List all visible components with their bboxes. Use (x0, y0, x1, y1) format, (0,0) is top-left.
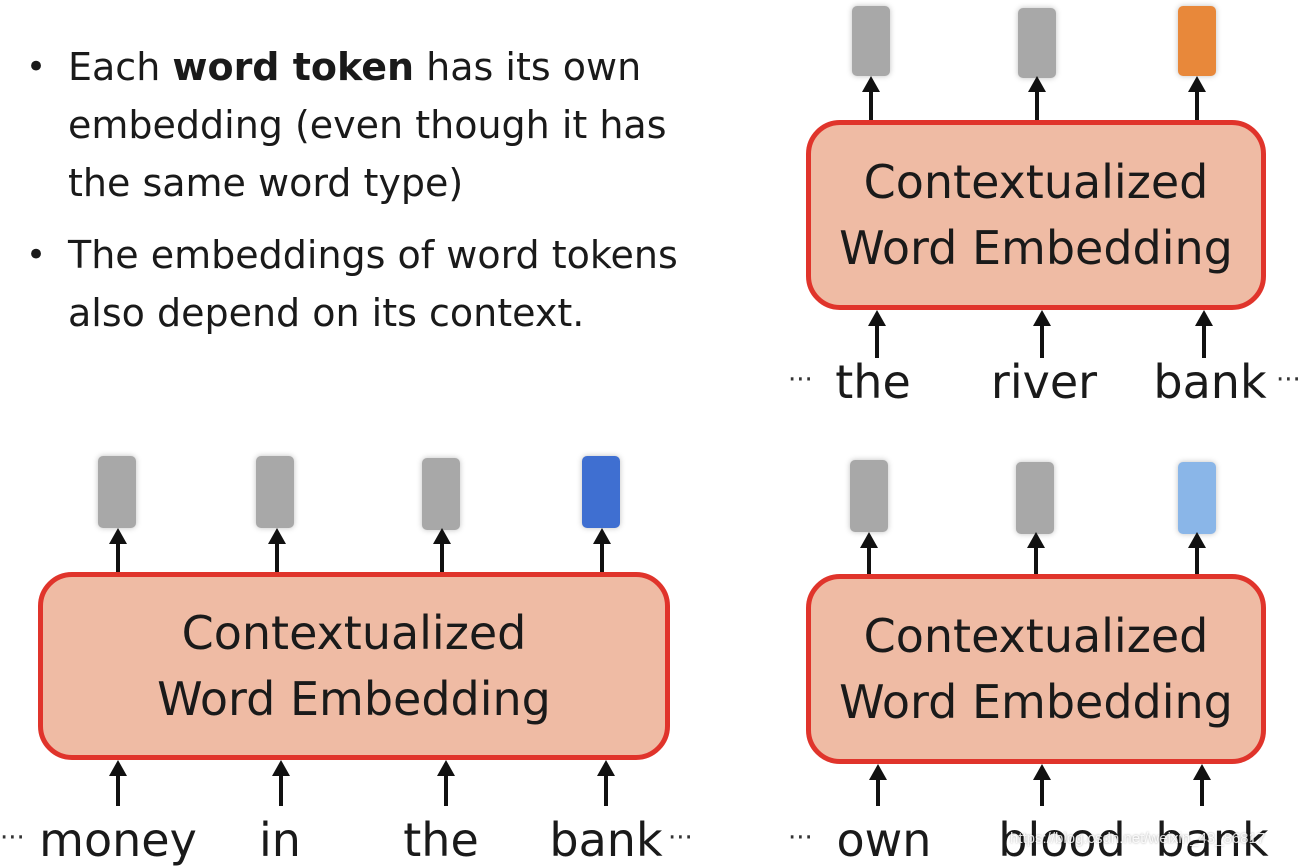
arrow-in-2 (272, 760, 290, 806)
bullet-list: • Each word token has its own embedding … (22, 38, 712, 356)
token-bank: bank (1153, 355, 1267, 409)
arrow-in-2 (1033, 764, 1051, 806)
arrow-in-1 (109, 760, 127, 806)
token-in: in (259, 813, 301, 867)
token-the: the (403, 813, 479, 867)
arrow-out-2 (1028, 76, 1046, 122)
bullet-dot-icon: • (26, 235, 47, 275)
arrow-out-3 (1188, 76, 1206, 122)
bullet-item-2: • The embeddings of word tokens also dep… (22, 226, 712, 342)
box-label-line1: Contextualized (863, 609, 1209, 663)
arrow-out-1 (109, 528, 127, 574)
bullet-dot-icon: • (26, 47, 47, 87)
token-bank: bank (549, 813, 663, 867)
arrow-in-3 (437, 760, 455, 806)
vector-blood (1016, 462, 1054, 534)
ellipsis-right: ··· (1276, 365, 1299, 395)
ellipsis-right: ··· (668, 823, 693, 853)
arrow-out-4 (593, 528, 611, 574)
arrow-out-2 (1027, 532, 1045, 576)
arrow-in-1 (869, 764, 887, 806)
token-money: money (39, 813, 197, 867)
box-label-line2: Word Embedding (839, 221, 1233, 275)
vector-money (98, 456, 136, 528)
arrow-in-2 (1033, 310, 1051, 358)
arrow-out-1 (862, 76, 880, 122)
box-label-line2: Word Embedding (157, 672, 551, 726)
bullet-1-bold: word token (172, 45, 415, 89)
vector-the-money (422, 458, 460, 530)
ellipsis-left: ··· (788, 365, 813, 395)
token-blood: blood (998, 813, 1126, 867)
vector-river-river (1018, 8, 1056, 78)
box-label-line1: Contextualized (863, 155, 1209, 209)
token-river: river (990, 355, 1098, 409)
vector-own (850, 460, 888, 532)
bullet-2-text: The embeddings of word tokens also depen… (68, 233, 678, 335)
vector-the-river (852, 6, 890, 76)
bullet-1-pre: Each (68, 45, 173, 89)
arrow-out-2 (268, 528, 286, 574)
ellipsis-left: ··· (0, 823, 25, 853)
contextualized-embedding-box: Contextualized Word Embedding (806, 120, 1266, 310)
token-own: own (836, 813, 932, 867)
arrow-in-4 (597, 760, 615, 806)
token-the: the (835, 355, 911, 409)
arrow-out-3 (1188, 532, 1206, 576)
ellipsis-left: ··· (788, 823, 813, 853)
token-bank: bank (1155, 813, 1269, 867)
arrow-out-1 (860, 532, 878, 576)
arrow-in-3 (1195, 310, 1213, 358)
arrow-in-3 (1193, 764, 1211, 806)
contextualized-embedding-box: Contextualized Word Embedding (38, 572, 670, 760)
arrow-out-3 (433, 528, 451, 574)
arrow-in-1 (868, 310, 886, 358)
watermark: https://blog.csdn.net/weixin_43_86817 (1010, 830, 1266, 847)
box-label-line2: Word Embedding (839, 675, 1233, 729)
bullet-1-post: has its own embedding (even though it ha… (68, 45, 667, 205)
vector-bank-money (582, 456, 620, 528)
contextualized-embedding-box: Contextualized Word Embedding (806, 574, 1266, 764)
box-label-line1: Contextualized (181, 606, 527, 660)
vector-bank-river (1178, 6, 1216, 76)
bullet-item-1: • Each word token has its own embedding … (22, 38, 712, 212)
vector-bank-blood (1178, 462, 1216, 534)
vector-in (256, 456, 294, 528)
